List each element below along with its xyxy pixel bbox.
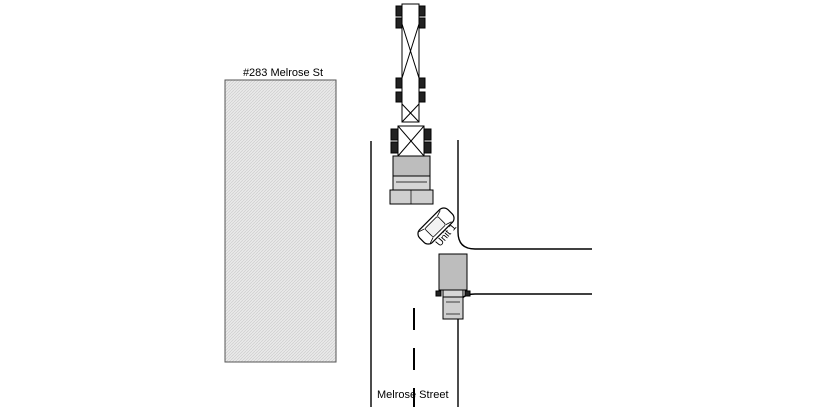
truck-hood-joint xyxy=(442,289,464,298)
tractor-brace xyxy=(397,125,425,157)
road-right-edge-lower xyxy=(457,293,592,407)
car-windows xyxy=(418,210,452,244)
tractor-trailer xyxy=(389,3,434,205)
street-label: Melrose Street xyxy=(377,389,449,401)
unit-1-car xyxy=(417,207,455,245)
building-label: #283 Melrose St xyxy=(243,67,323,79)
truck-mirror xyxy=(435,290,442,297)
trailer-brace xyxy=(401,103,420,123)
trailer-frame xyxy=(401,3,420,123)
truck-cab xyxy=(442,296,464,320)
tractor-hood xyxy=(392,175,431,191)
truck-box xyxy=(438,253,468,291)
box-truck xyxy=(435,253,471,320)
tractor-bumper xyxy=(389,189,434,205)
truck-mirror xyxy=(464,290,471,297)
road-right-edge-upper xyxy=(457,140,592,250)
trailer-brace xyxy=(401,23,420,79)
trailer-mid-wheels xyxy=(395,77,426,103)
trailer-rear-wheels xyxy=(395,5,426,29)
car-roof xyxy=(425,216,446,237)
tractor-cab xyxy=(392,155,431,177)
building-footprint xyxy=(224,79,337,363)
building-283-melrose: #283 Melrose St xyxy=(224,67,337,363)
